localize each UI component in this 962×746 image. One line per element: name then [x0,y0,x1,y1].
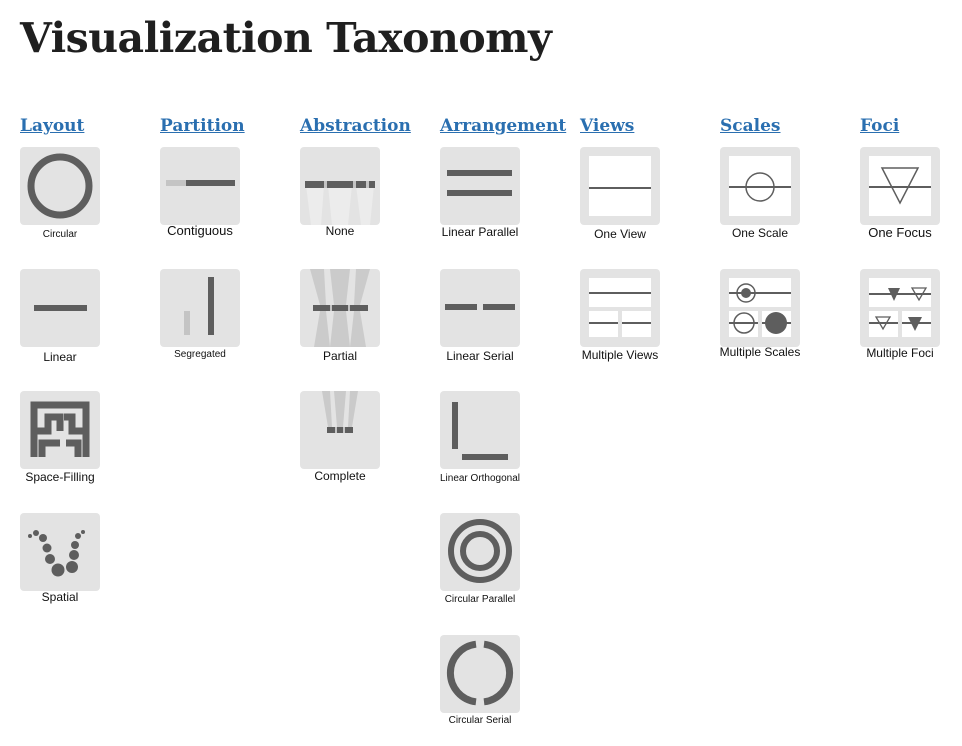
partial-abstraction-icon [310,269,370,347]
tile-label-multiple-foci: Multiple Foci [866,346,934,360]
no-abstraction-icon [305,181,375,225]
column-header-layout[interactable]: Layout [20,116,85,136]
tile-label-circular-serial: Circular Serial [448,715,512,726]
tile-label-segregated: Segregated [174,349,226,360]
column-header-partition[interactable]: Partition [160,116,245,136]
multiple-foci-icon [869,278,931,337]
tile-abstraction-none[interactable] [300,147,380,225]
tile-label-partial: Partial [322,349,357,363]
tile-abstraction-complete[interactable] [300,391,380,469]
multiple-scales-icon [729,278,791,337]
linear-serial-arrangement-icon [445,304,515,310]
tile-label-complete: Complete [314,469,366,483]
tile-views-multiple-views[interactable] [580,269,660,347]
tile-foci-multiple-foci[interactable] [860,269,940,347]
tile-scales-one-scale[interactable] [720,147,800,225]
multiple-views-icon [589,278,651,337]
one-scale-icon [729,156,791,216]
linear-layout-icon [34,305,87,311]
one-focus-icon [869,156,931,216]
page-title: Visualization Taxonomy [20,14,552,62]
linear-parallel-arrangement-icon [447,170,512,196]
segregated-partition-icon [184,277,214,335]
tile-arrangement-circular-parallel[interactable] [440,513,520,591]
tile-label-multiple-views: Multiple Views [581,348,659,362]
tile-label-linear-parallel: Linear Parallel [441,225,519,239]
tile-layout-space-filling[interactable] [20,391,100,469]
linear-orthogonal-arrangement-icon [452,402,508,460]
tile-label-linear-serial: Linear Serial [446,349,514,363]
tile-label-linear: Linear [43,350,77,364]
tile-abstraction-partial[interactable] [300,269,380,347]
circular-serial-arrangement-icon [446,640,514,706]
contiguous-partition-icon [166,180,235,186]
spatial-layout-icon [28,530,85,577]
tile-label-circular-parallel: Circular Parallel [444,594,516,605]
tile-arrangement-linear-orthogonal[interactable] [440,391,520,469]
column-header-abstraction[interactable]: Abstraction [300,116,411,136]
tile-arrangement-linear-parallel[interactable] [440,147,520,225]
complete-abstraction-icon [322,391,358,433]
tile-label-one-focus: One Focus [868,225,932,240]
column-header-foci[interactable]: Foci [860,116,900,136]
tile-partition-contiguous[interactable] [160,147,240,225]
tile-arrangement-circular-serial[interactable] [440,635,520,713]
circular-layout-icon [27,153,93,219]
tile-label-one-scale: One Scale [731,226,789,240]
column-header-views[interactable]: Views [580,116,635,136]
tile-layout-linear[interactable] [20,269,100,347]
tile-foci-one-focus[interactable] [860,147,940,225]
column-header-scales[interactable]: Scales [720,116,781,136]
tile-partition-segregated[interactable] [160,269,240,347]
tile-scales-multiple-scales[interactable] [720,269,800,347]
space-filling-layout-icon [30,401,90,457]
tile-label-spatial: Spatial [41,590,79,604]
one-view-icon [589,156,651,216]
tile-label-contiguous: Contiguous [167,223,233,238]
tile-label-linear-orthogonal: Linear Orthogonal [439,473,521,484]
tile-label-none: None [325,224,355,238]
tile-label-circular: Circular [42,229,78,240]
tile-layout-spatial[interactable] [20,513,100,591]
tile-layout-circular[interactable] [20,147,100,225]
tile-label-one-view: One View [594,227,646,241]
column-header-arrangement[interactable]: Arrangement [440,116,567,136]
tile-arrangement-linear-serial[interactable] [440,269,520,347]
circular-parallel-arrangement-icon [448,519,512,583]
tile-label-multiple-scales: Multiple Scales [719,345,801,359]
tile-views-one-view[interactable] [580,147,660,225]
tile-label-space-filling: Space-Filling [25,470,95,484]
